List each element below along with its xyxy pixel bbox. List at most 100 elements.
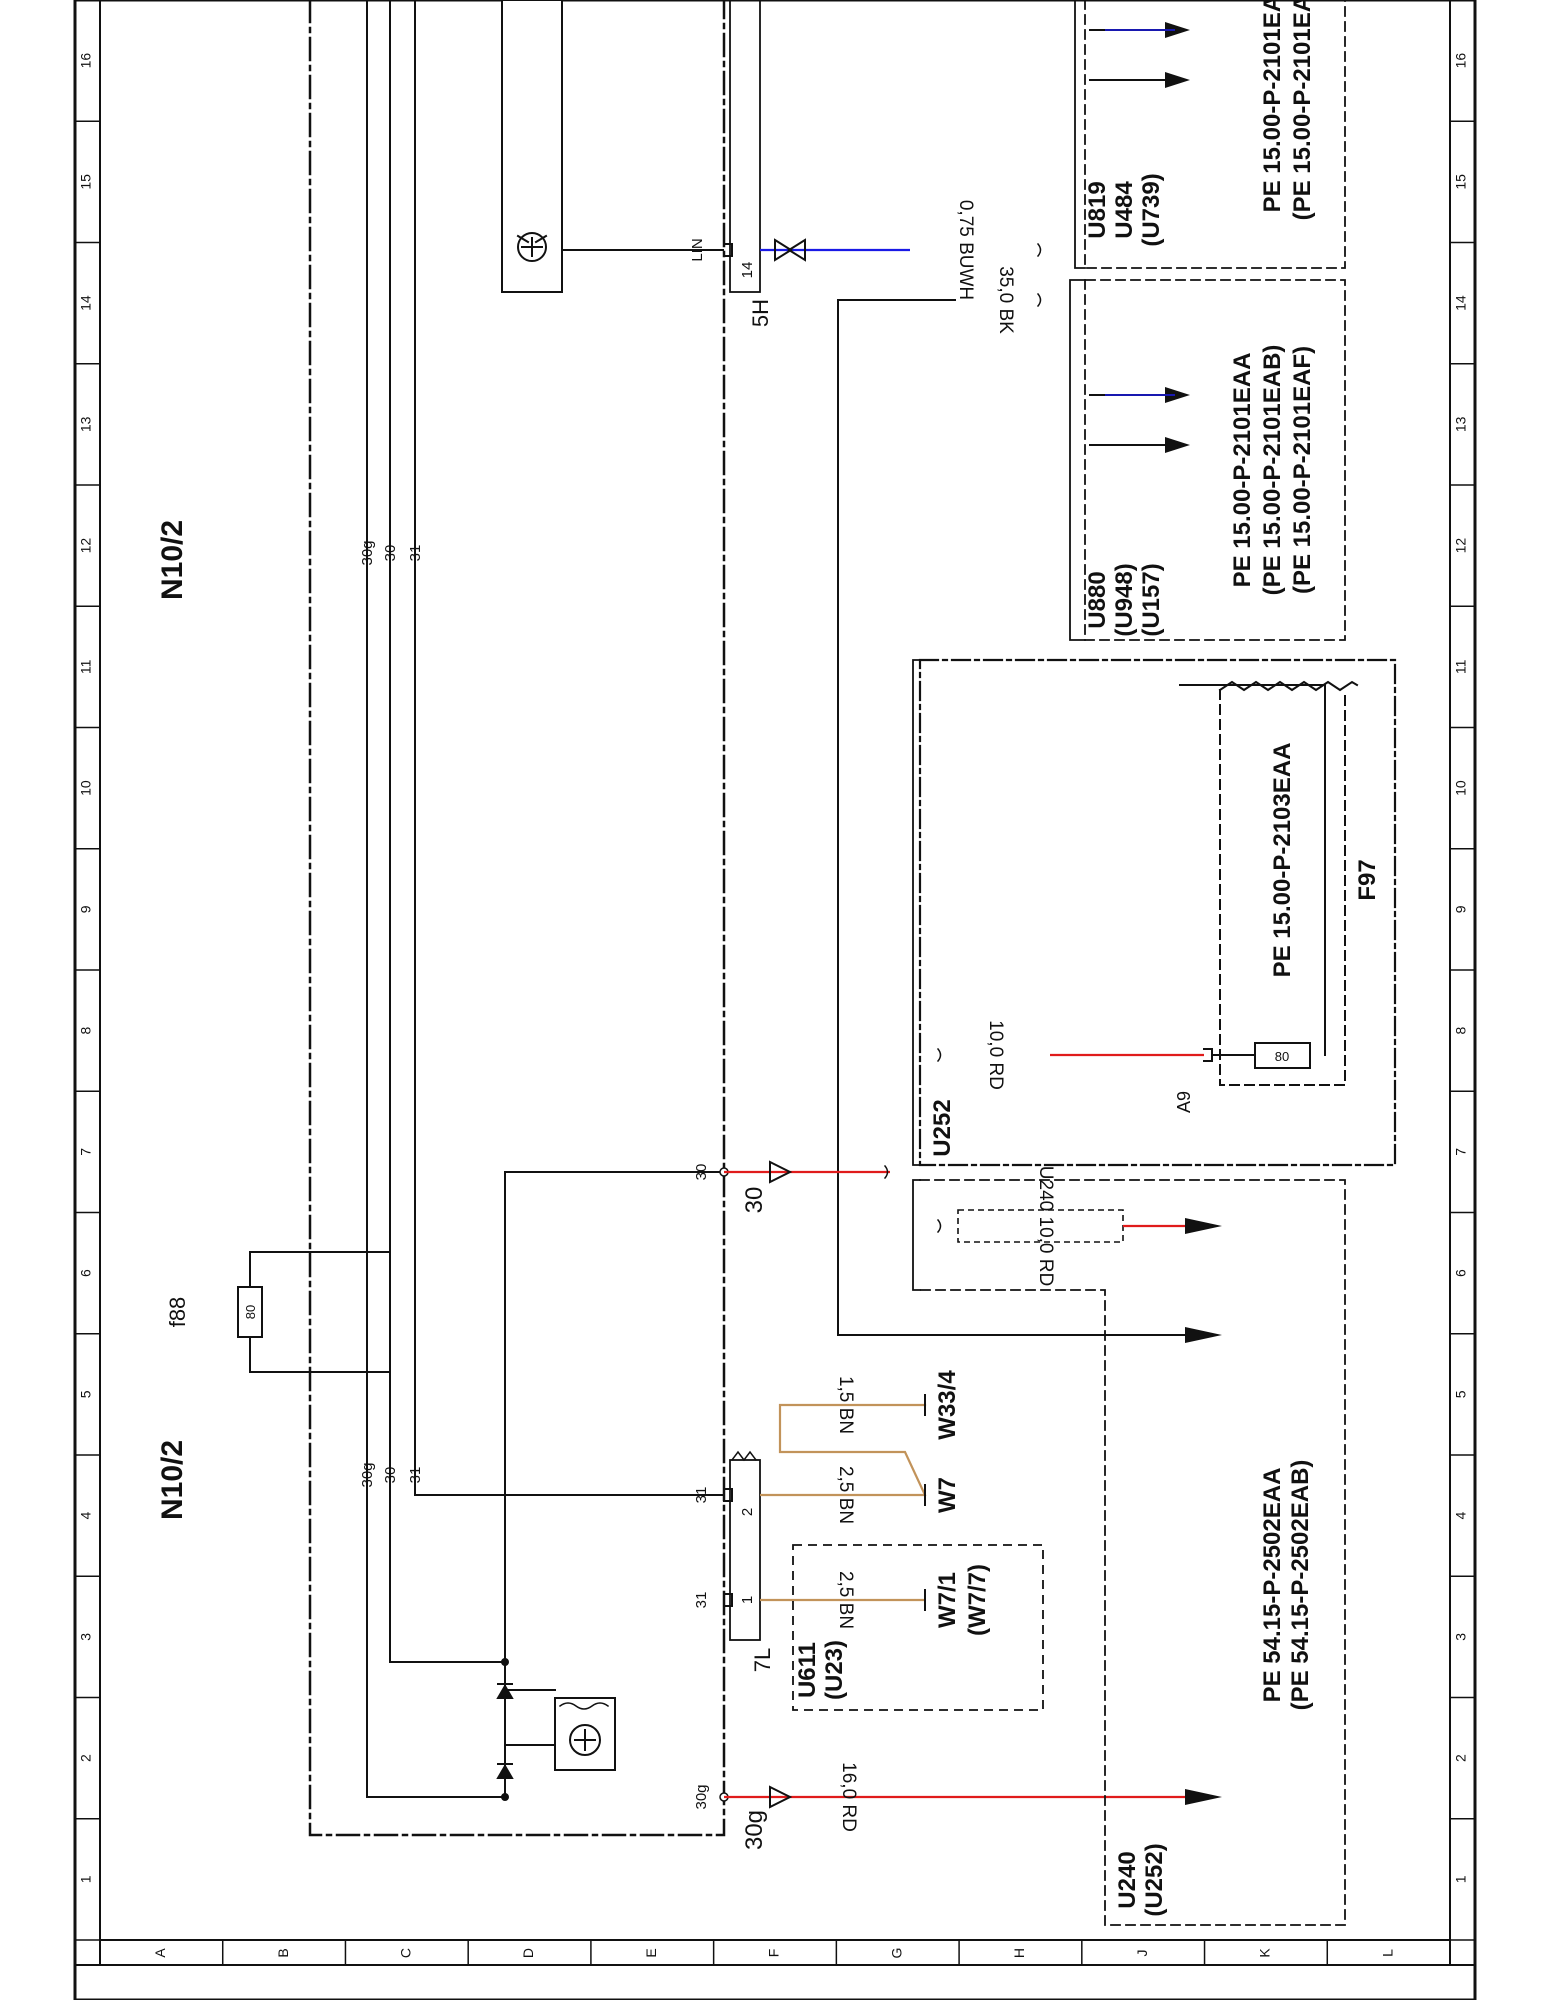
connector-5h-label: 5H: [748, 299, 773, 327]
wire-brown-grounds: 2,5 BN 2,5 BN 1,5 BN: [760, 1376, 927, 1629]
reference-pe-2103: PE 15.00-P-2103EAA: [1269, 743, 1296, 978]
grid-column-label: 2: [78, 1754, 94, 1762]
svg-text:(U739): (U739): [1138, 173, 1165, 246]
column-grid-ticks: [75, 0, 1475, 1965]
wire-u240-10rd: U240 10,0 RD: [936, 1166, 1222, 1286]
grid-column-label: 15: [1453, 174, 1469, 190]
svg-text:U252: U252: [929, 1099, 956, 1156]
grid-row-label: H: [1011, 1948, 1027, 1958]
grid-column-label: 4: [1453, 1512, 1469, 1520]
n10-module-boundary: [308, 0, 726, 1837]
grid-row-label: J: [1134, 1950, 1150, 1957]
bus-label-30g: 30g: [359, 540, 376, 565]
grid-column-label: 14: [78, 295, 94, 311]
pin-31b: 31: [693, 1592, 710, 1609]
ground-w71: W7/1: [934, 1572, 961, 1628]
reference-pe-2101-right-a: PE 15.00-P-2101EAA: [1259, 0, 1286, 212]
svg-text:16,0 RD: 16,0 RD: [838, 1762, 859, 1832]
svg-text:U484: U484: [1111, 181, 1138, 239]
fuse-f88-label: f88: [165, 1297, 190, 1328]
wire-30-red: [724, 1160, 890, 1184]
variant-box-u611: U611 (U23): [792, 1544, 1044, 1711]
grid-column-label: 11: [1453, 659, 1469, 674]
grid-column-label: 7: [1453, 1148, 1469, 1156]
svg-text:(U23): (U23): [821, 1640, 848, 1700]
n10-label-left: N10/2: [156, 1440, 189, 1520]
grid-column-label: 10: [1453, 780, 1469, 796]
grid-row-label: G: [888, 1948, 904, 1959]
grid-column-label: 9: [78, 905, 94, 913]
svg-text:(U948): (U948): [1111, 563, 1138, 636]
svg-text:U880: U880: [1084, 571, 1111, 628]
grid-column-label: 8: [1453, 1027, 1469, 1035]
variant-box-u880: U880 (U948) (U157) PE 15.00-P-2101EAA (P…: [1069, 279, 1346, 641]
fuse-f88: 80 f88: [165, 1251, 311, 1373]
reference-pe-2101-c: (PE 15.00-P-2101EAF): [1289, 346, 1316, 594]
bus-label-30: 30: [382, 1467, 399, 1484]
grid-column-label: 12: [1453, 538, 1469, 554]
ground-w7: W7: [934, 1477, 961, 1513]
terminal-30g: 30g: [741, 1810, 768, 1850]
grid-column-label: 16: [1453, 53, 1469, 69]
grid-column-label: 12: [78, 538, 94, 554]
grid-column-label: 13: [78, 416, 94, 432]
module-pins: LIN 30 30g 31 31: [689, 238, 710, 1809]
reference-pe-2502-b: (PE 54.15-P-2502EAB): [1287, 1460, 1314, 1711]
grid-column-label: 5: [78, 1390, 94, 1398]
grid-column-label: 5: [1453, 1390, 1469, 1398]
grid-column-label: 6: [78, 1269, 94, 1277]
internal-bus: [309, 0, 725, 1798]
grid-row-label: A: [152, 1948, 168, 1958]
svg-text:U240 10,0 RD: U240 10,0 RD: [1035, 1166, 1056, 1286]
grid-column-label: 14: [1453, 295, 1469, 311]
wire-10rd-f97: 10,0 RD A9: [936, 1020, 1213, 1113]
svg-text:1: 1: [739, 1596, 756, 1604]
grid-column-label: 11: [78, 659, 94, 674]
terminal-30: 30: [741, 1187, 768, 1214]
supply-switch-assembly: [496, 1171, 725, 1801]
grid-row-label: K: [1257, 1948, 1273, 1958]
bus-label-31: 31: [407, 545, 424, 562]
bus-label-30: 30: [382, 545, 399, 562]
transistor-lin-driver: [501, 0, 724, 293]
svg-text:U240: U240: [1114, 1851, 1141, 1908]
svg-text:2,5 BN: 2,5 BN: [835, 1466, 856, 1524]
bus-label-31: 31: [407, 1467, 424, 1484]
variant-box-u819: U819 U484 (U739) PE 15.00-P-2101EAA (PE …: [1074, 0, 1346, 269]
reference-pe-2101-a: PE 15.00-P-2101EAA: [1229, 353, 1256, 588]
grid-row-label: F: [766, 1949, 782, 1958]
pin-30: 30: [693, 1164, 710, 1181]
svg-text:1,5 BN: 1,5 BN: [835, 1376, 856, 1434]
grid-row-label: C: [398, 1948, 414, 1958]
grid-column-label: 3: [1453, 1633, 1469, 1641]
connector-7l-label: 7L: [750, 1648, 775, 1672]
svg-text:U819: U819: [1084, 181, 1111, 238]
grid-row-label: D: [520, 1948, 536, 1958]
reference-pe-2101-b: (PE 15.00-P-2101EAB): [1259, 345, 1286, 596]
grid-column-label: 10: [78, 780, 94, 796]
bus-label-30g: 30g: [359, 1462, 376, 1487]
connector-7l: 1 2 7L: [723, 1450, 775, 1672]
grid-column-label: 2: [1453, 1754, 1469, 1762]
pin-lin: LIN: [689, 238, 706, 261]
grid-row-label: B: [275, 1948, 291, 1957]
svg-text:14: 14: [739, 262, 756, 279]
grid-column-label: 15: [78, 174, 94, 190]
svg-text:80: 80: [1275, 1049, 1289, 1064]
grid-column-label: 6: [1453, 1269, 1469, 1277]
reference-pe-2502-a: PE 54.15-P-2502EAA: [1259, 1468, 1286, 1703]
grid-column-label: 7: [78, 1148, 94, 1156]
svg-text:0,75 BUWH: 0,75 BUWH: [955, 200, 976, 300]
bus-label-group-left: 30g 30 31: [359, 1462, 424, 1487]
fuse-f97-label: F97: [1354, 859, 1381, 900]
svg-text:2: 2: [739, 1508, 756, 1516]
ground-w33: W33/4: [934, 1370, 961, 1440]
pin-30g: 30g: [693, 1784, 710, 1809]
grid-column-label: 1: [78, 1875, 94, 1883]
svg-text:80: 80: [243, 1305, 258, 1319]
ground-labels: W33/4 W7 W7/1 (W7/7): [934, 1370, 991, 1636]
grid-column-label: 16: [78, 53, 94, 69]
reference-pe-2101-right-b: (PE 15.00-P-2101EAB): [1289, 0, 1316, 220]
